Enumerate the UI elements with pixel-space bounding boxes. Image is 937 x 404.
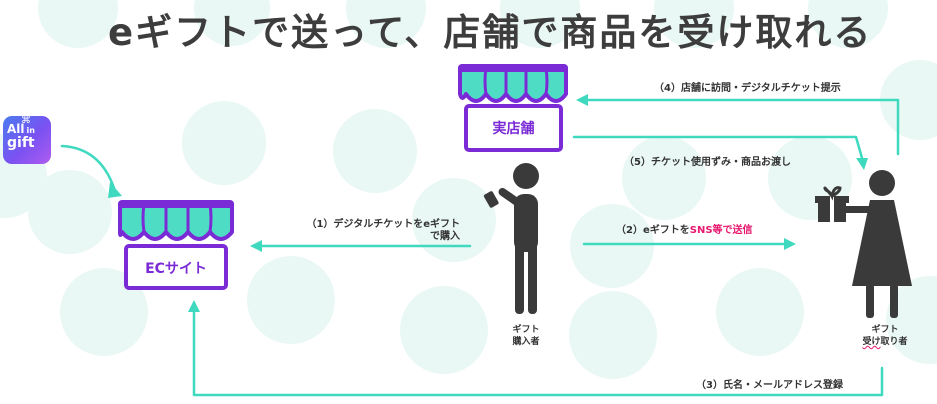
step4-label: （4）店舗に訪問・デジタルチケット提示 [654,83,841,94]
arrow-step5 [572,135,864,160]
gift-bow-icon: ⌘ [21,115,31,126]
background-circles [0,0,937,379]
buyer-person-icon [483,163,539,314]
buyer-label: ギフト購入者 [512,325,540,347]
physical-store-icon [458,64,568,152]
receiver-person-icon [815,170,912,318]
flow-arrows [60,98,900,397]
page-title: eギフトで送って、店舗で商品を受け取れる [108,11,873,54]
physical-store-name: 実店舗 [492,121,535,137]
ec-store-name: ECサイト [145,261,207,277]
arrow-step3 [192,310,884,397]
arrow-heads [108,94,868,312]
step1-label: （1）デジタルチケットをeギフトで購入 [306,219,460,242]
receiver-label: ギフト受け取り者 [862,325,908,347]
step2-label: （2）eギフトをSNS等で送信 [616,225,753,236]
step3-label: （3）氏名・メールアドレス登録 [696,380,843,391]
arrow-logo-to-ec [60,144,116,190]
step2-highlight: SNS等で送信 [689,225,753,236]
step5-label: （5）チケット使用ずみ・商品お渡し [624,157,791,168]
ec-store-icon [118,200,234,290]
arrow-step4 [584,98,900,156]
